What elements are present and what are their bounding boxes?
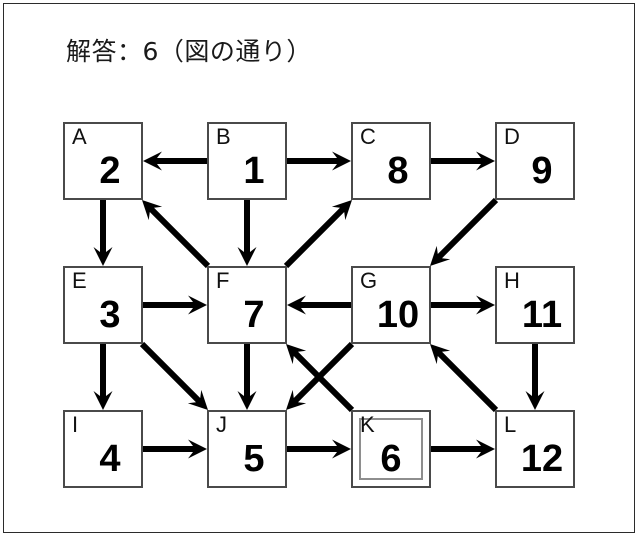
arrow-b-to-c [287,151,351,171]
page-title: 解答：6（図の通り） [66,37,312,66]
arrow-b-to-f [237,200,257,266]
node-value-e: 3 [99,294,121,336]
node-value-l: 12 [520,438,564,480]
arrow-h-to-l [525,344,545,410]
node-letter-d: D [504,124,520,149]
node-value-h: 11 [521,294,563,336]
node-value-b: 1 [243,150,265,192]
node-value-d: 9 [531,150,553,192]
node-letter-l: L [504,412,517,437]
arrow-d-to-g [430,197,499,266]
node-value-j: 5 [243,438,265,480]
node-letter-j: J [216,412,227,437]
node-value-i: 4 [99,438,121,480]
arrow-j-to-k [287,439,351,459]
arrow-g-to-j [286,341,355,410]
node-letter-a: A [72,124,87,149]
arrow-b-to-a [143,151,207,171]
arrow-f-to-a [142,200,211,269]
arrow-f-to-j [237,344,257,410]
arrow-c-to-d [431,151,495,171]
arrow-g-to-f [287,295,351,315]
node-letter-f: F [216,268,230,293]
arrow-e-to-i [93,344,113,410]
arrow-f-to-c [283,200,352,269]
node-letter-i: I [72,412,79,437]
arrow-g-to-h [431,295,495,315]
node-value-f: 7 [243,294,265,336]
node-letter-b: B [216,124,231,149]
arrow-k-to-l [431,439,495,459]
node-letter-c: C [360,124,376,149]
node-letter-g: G [360,268,378,293]
node-value-k: 6 [380,438,402,480]
arrow-l-to-g [430,344,499,413]
node-letter-k: K [360,412,375,437]
node-value-a: 2 [99,150,121,192]
node-letter-e: E [72,268,87,293]
arrow-e-to-f [143,295,207,315]
node-letter-h: H [504,268,520,293]
node-value-c: 8 [387,150,409,192]
arrow-a-to-e [93,200,113,266]
arrow-i-to-j [143,439,207,459]
node-value-g: 10 [376,294,420,336]
arrow-e-to-j [139,341,208,410]
